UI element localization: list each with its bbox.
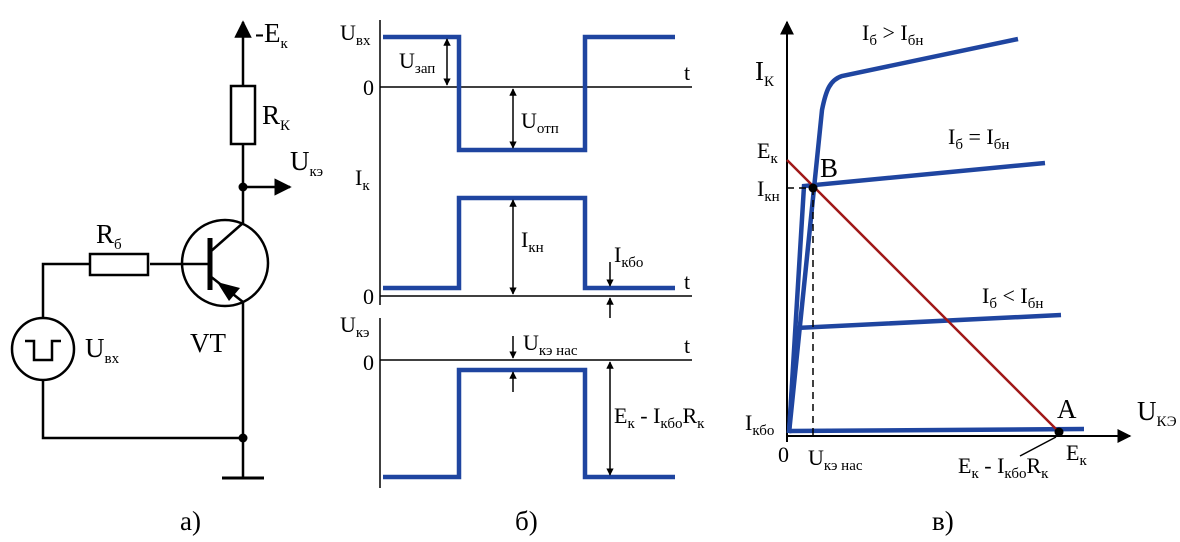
collector-resistor-label: RК (262, 100, 291, 134)
curve-cutoff (788, 426, 1085, 434)
base-resistor-label: Rб (96, 219, 122, 253)
base-resistor (88, 252, 150, 277)
ik-zero: 0 (363, 284, 374, 309)
chart-x-label: UКЭ (1137, 396, 1177, 430)
chart-y-label: IК (755, 56, 775, 90)
transistor-label: VT (190, 328, 226, 358)
uke-off-label: Eк - IкбоRк (614, 403, 705, 432)
output-label: Uкэ (290, 146, 323, 180)
input-source (10, 316, 76, 382)
ik-waveform (383, 195, 675, 291)
ik-kn-label: Iкн (521, 227, 544, 256)
waveforms-panel: Uвх 0 t Uзап Uотп Iк 0 t Iкн Iкбо (340, 20, 705, 536)
uke-plot: Uкэ 0 t Uкэ нас Eк - IкбоRк (340, 312, 705, 488)
collector-resistor (229, 84, 257, 146)
uin-axis-label: Uвх (340, 20, 371, 49)
characteristics-panel: IК UКЭ B A Eк Iкн Iкбо 0 Uкэ нас Eк Eк -… (745, 20, 1177, 536)
uin-zero: 0 (363, 75, 374, 100)
circuit-panel: -Eк RК Uкэ VT Rб Uвх а) (10, 18, 323, 536)
uke-zero: 0 (363, 350, 374, 375)
curve-mid-label: Iб = Iбн (948, 124, 1009, 153)
curve-ib-less (786, 312, 1062, 434)
input-top-wire (41, 262, 90, 318)
chart-zero: 0 (778, 442, 789, 467)
point-b-marker (808, 183, 818, 193)
uke-axis-label: Uкэ (340, 312, 369, 341)
ek-y-label: Eк (757, 138, 778, 167)
ek-x-label: Eк (1066, 440, 1087, 469)
input-label: Uвх (85, 333, 120, 367)
point-a-label: A (1057, 394, 1077, 424)
uke-t: t (684, 333, 690, 358)
uke-sat-label: Uкэ нас (523, 330, 578, 359)
load-line (786, 159, 1060, 433)
uin-plot: Uвх 0 t Uзап Uотп (340, 20, 692, 165)
curve-low-label: Iб < Iбн (982, 283, 1043, 312)
ground-node (238, 433, 248, 443)
transistor-emitter-arrow (217, 282, 240, 301)
waveforms-caption: б) (515, 506, 538, 536)
uin-zap-label: Uзап (399, 48, 435, 77)
bottom-formula-label: Eк - IкбоRк (958, 453, 1049, 482)
bottom-label-leader (1019, 436, 1057, 457)
ground-return-wire (41, 380, 243, 440)
point-a-marker (1054, 427, 1064, 437)
ik-axis-label: Iк (355, 165, 370, 194)
uin-otp-label: Uотп (521, 108, 559, 137)
curve-top-label: Iб > Iбн (862, 20, 923, 49)
characteristics-caption: в) (932, 506, 954, 536)
ik-plot: Iк 0 t Iкн Iкбо (355, 165, 692, 318)
ikn-label: Iкн (757, 176, 780, 205)
ikbo-label: Iкбо (745, 410, 774, 439)
uin-waveform (383, 34, 675, 153)
point-b-label: B (820, 153, 838, 183)
pulse-icon (25, 339, 61, 362)
uke-waveform (383, 367, 675, 480)
transistor-collector-lead (209, 222, 244, 253)
ik-kbo-label: Iкбо (614, 242, 643, 271)
circuit-caption: а) (180, 506, 201, 536)
supply-label: -Eк (255, 18, 288, 52)
curve-ib-greater (786, 36, 1019, 434)
ik-t: t (684, 269, 690, 294)
uin-t: t (684, 60, 690, 85)
ukenas-label: Uкэ нас (808, 445, 863, 474)
